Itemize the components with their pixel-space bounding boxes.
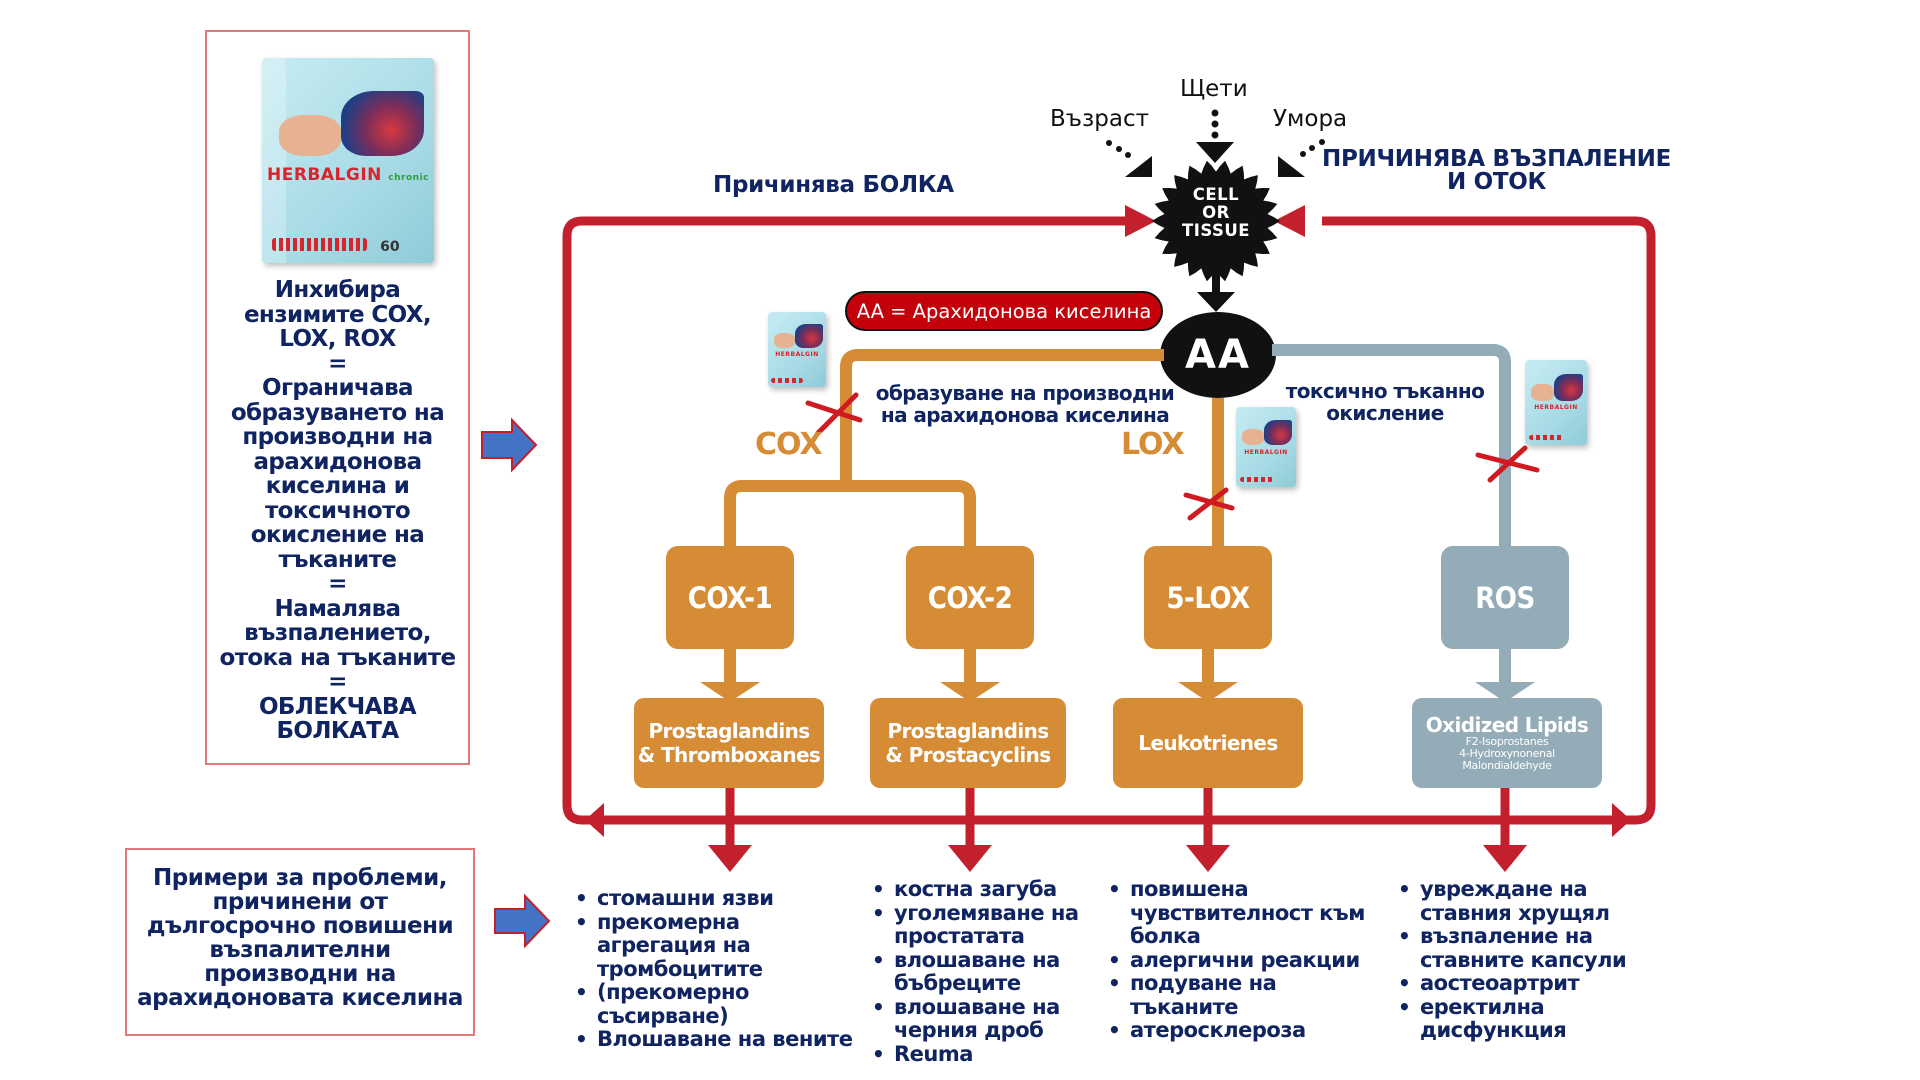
product-brand: HERBALGIN bbox=[266, 164, 382, 185]
enzyme-5lox: 5-LOX bbox=[1144, 546, 1272, 649]
effects-list-ros: увреждане на ставния хрущял възпаление н… bbox=[1398, 877, 1635, 1043]
cross-ros bbox=[1475, 445, 1540, 483]
list-item: алергични реакции bbox=[1108, 948, 1375, 973]
enzyme-product-arrows bbox=[700, 628, 1535, 702]
blue-arrow-lower bbox=[494, 893, 551, 949]
cell-tissue-label: CELL OR TISSUE bbox=[1181, 185, 1251, 240]
feedback-loop bbox=[562, 216, 1656, 825]
aa-node bbox=[1160, 312, 1276, 398]
inhibition-crosses bbox=[805, 392, 1540, 521]
effects-list-5lox: повишена чувствителност към болка алерги… bbox=[1108, 877, 1375, 1043]
list-item: Влошаване на вените bbox=[575, 1027, 887, 1052]
product-prostaglandins-prostacyclins: Prostaglandins & Prostacyclins bbox=[870, 698, 1066, 788]
cross-lox bbox=[1183, 487, 1235, 521]
list-item: прекомерна агрегация на тромбоцитите bbox=[575, 910, 767, 982]
loop-left-side bbox=[562, 216, 1656, 825]
aa-legend: AA = Арахидонова киселина bbox=[845, 291, 1163, 331]
product-package-small-ros: HERBALGIN bbox=[1525, 360, 1587, 445]
product-package-small-lox: HERBALGIN bbox=[1236, 407, 1296, 487]
list-item: увреждане на ставния хрущял bbox=[1398, 877, 1635, 925]
list-item: уголемяване на простатата bbox=[872, 901, 1094, 949]
examples-panel bbox=[125, 848, 475, 1036]
heading-causes-pain: Причинява БОЛКА bbox=[713, 172, 954, 198]
cell-to-aa-arrow bbox=[1197, 262, 1235, 312]
list-item: влошаване на бъбреците bbox=[872, 948, 1094, 996]
heading-causes-inflammation: ПРИЧИНЯВА ВЪЗПАЛЕНИЕ И ОТОК bbox=[1322, 146, 1672, 195]
cause-age: Възраст bbox=[1050, 106, 1149, 132]
product-oxidized-lipids: Oxidized Lipids F2-Isoprostanes 4-Hydrox… bbox=[1412, 698, 1602, 788]
product-count: 60 bbox=[380, 238, 400, 255]
list-item: повишена чувствителност към болка bbox=[1108, 877, 1375, 949]
arrowhead-into-cell-right bbox=[1274, 205, 1305, 237]
list-item: атеросклероза bbox=[1108, 1018, 1375, 1043]
product-package-image: HERBALGIN chronic 60 bbox=[262, 58, 434, 263]
product-variant: chronic bbox=[388, 172, 429, 183]
enzyme-cox2: COX-2 bbox=[906, 546, 1034, 649]
inhibition-summary-panel bbox=[205, 30, 470, 765]
effects-list-cox1: стомашни язви прекомерна агрегация на тр… bbox=[575, 886, 887, 1052]
cause-arrows bbox=[1106, 109, 1325, 177]
list-item: стомашни язви bbox=[575, 886, 887, 911]
effect-arrowheads bbox=[708, 845, 1527, 872]
list-item: възпаление на ставните капсули bbox=[1398, 924, 1635, 972]
aa-label: AA bbox=[1185, 332, 1251, 378]
enzyme-ros: ROS bbox=[1441, 546, 1569, 649]
cause-fatigue: Умора bbox=[1273, 106, 1348, 132]
product-leukotrienes: Leukotrienes bbox=[1113, 698, 1303, 788]
blue-arrow-upper bbox=[481, 417, 538, 473]
product-package-small-cox: HERBALGIN bbox=[768, 312, 826, 387]
list-item: (прекомерно съсирване) bbox=[575, 980, 767, 1028]
arrowhead-bus-left bbox=[585, 803, 604, 837]
product-prostaglandins-thromboxanes: Prostaglandins & Thromboxanes bbox=[634, 698, 824, 788]
cause-damage: Щети bbox=[1180, 76, 1248, 102]
ros-branch bbox=[1272, 344, 1511, 546]
cross-cox bbox=[805, 392, 863, 436]
label-cox: COX bbox=[755, 427, 823, 462]
label-derivatives: образуване на производни на арахидонова … bbox=[875, 381, 1175, 427]
effects-list-cox2: костна загуба уголемяване на простатата … bbox=[872, 877, 1094, 1067]
label-lox: LOX bbox=[1121, 427, 1185, 462]
cell-tissue-node bbox=[1152, 160, 1280, 282]
list-item: влошаване на черния дроб bbox=[872, 995, 1094, 1043]
examples-panel-text: Примери за проблеми, причинени от дългос… bbox=[137, 865, 463, 1011]
list-item: подуване на тъканите bbox=[1108, 971, 1290, 1019]
enzyme-cox1: COX-1 bbox=[666, 546, 794, 649]
list-item: еректилна дисфункция bbox=[1398, 995, 1570, 1043]
arrowhead-into-cell-left bbox=[1125, 205, 1156, 237]
list-item: аостеоартрит bbox=[1398, 971, 1635, 996]
cox-lox-branches bbox=[724, 349, 1224, 546]
label-oxidation: токсично тъканно окисление bbox=[1285, 379, 1485, 425]
inhibition-summary-text: Инхибира ензимите COX, LOX, ROX = Ограни… bbox=[219, 277, 457, 744]
arrowhead-bus-right bbox=[1612, 803, 1631, 837]
list-item: Reuma bbox=[872, 1042, 1094, 1067]
list-item: костна загуба bbox=[872, 877, 1094, 902]
